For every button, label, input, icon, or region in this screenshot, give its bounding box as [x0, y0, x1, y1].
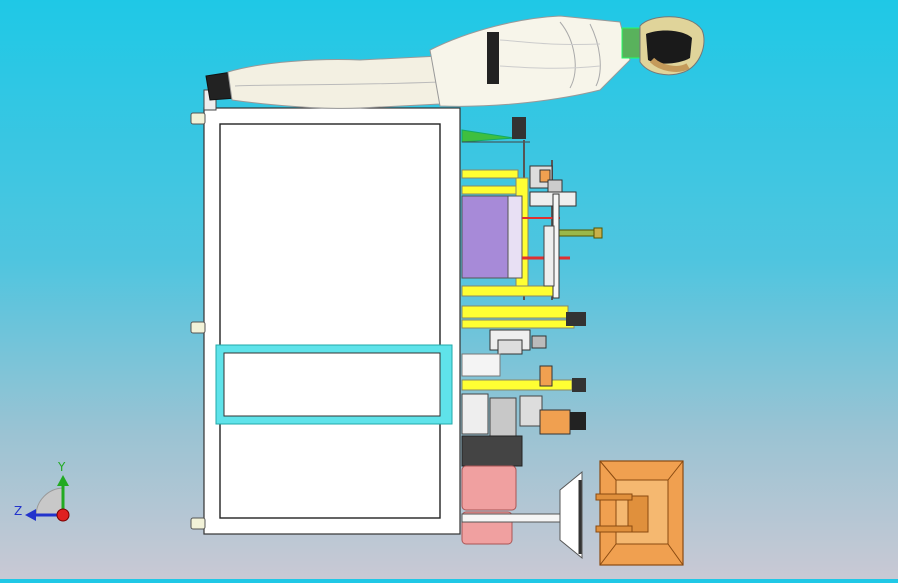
- axis-triad: Y Z: [14, 460, 70, 522]
- machine-frame[interactable]: [190, 89, 461, 535]
- orange-block[interactable]: [595, 460, 684, 566]
- y-axis-label: Y: [57, 460, 66, 474]
- mechanism-top-block: [512, 117, 526, 139]
- frame-knob-middle: [190, 321, 206, 334]
- frame-knob-top: [190, 112, 206, 125]
- frame-knob-bottom: [190, 517, 206, 530]
- z-axis-label: Z: [14, 504, 22, 518]
- cyan-panel[interactable]: [215, 344, 453, 425]
- human-mannequin[interactable]: [205, 15, 705, 109]
- mannequin-belt: [487, 32, 499, 84]
- mechanism-assembly[interactable]: [461, 117, 603, 560]
- x-axis-dot: [56, 508, 70, 522]
